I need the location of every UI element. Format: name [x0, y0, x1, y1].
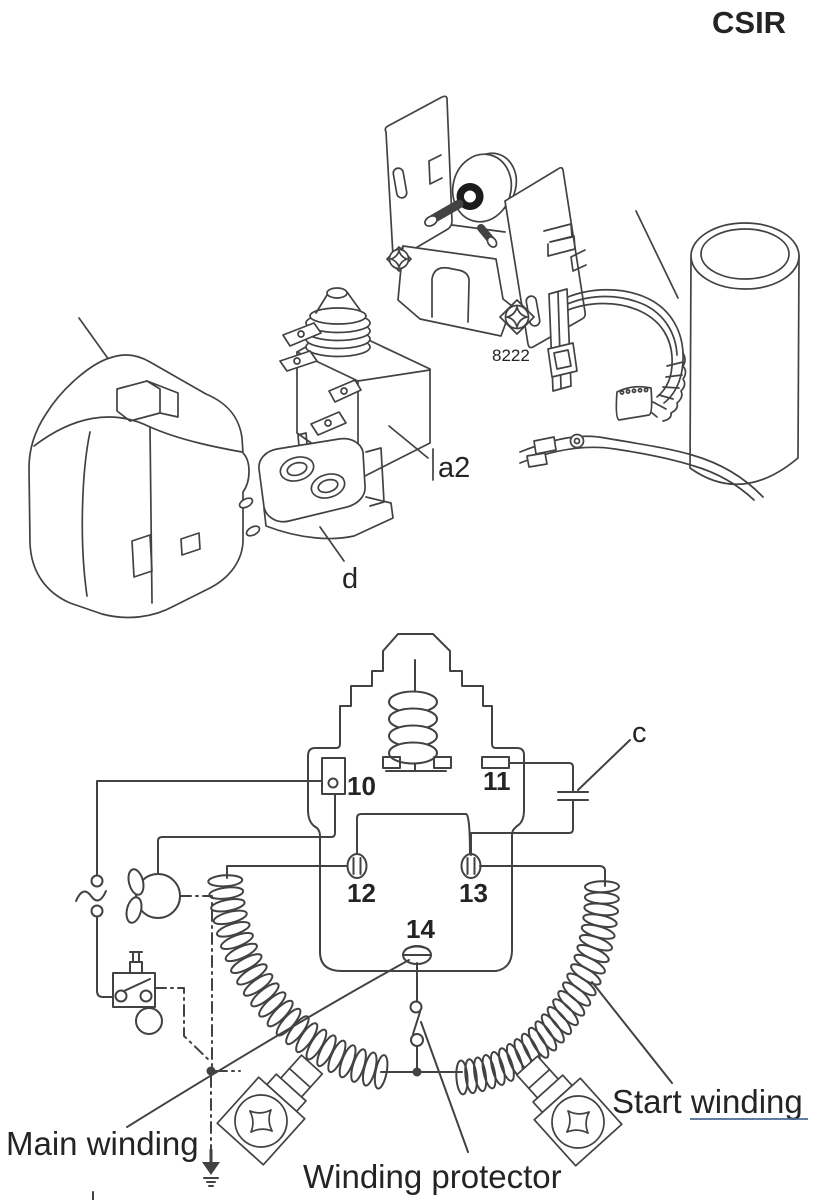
- relay-socket-bridge: [357, 814, 470, 857]
- thermostat-switch: [113, 952, 162, 1034]
- label-relay: a2: [438, 452, 470, 484]
- start-winding-leader: [592, 982, 672, 1083]
- thermostat-bulb: [136, 1008, 162, 1034]
- ac-source: [76, 876, 106, 917]
- relay-solenoid-coil: [386, 660, 446, 771]
- label-terminal-14: 14: [406, 914, 435, 944]
- earth-screw-right: [504, 1045, 622, 1166]
- winding-protector-symbol: [411, 963, 424, 1068]
- label-main-winding: Main winding: [6, 1125, 199, 1162]
- fan-motor: [124, 868, 180, 925]
- wiring-harness: [520, 435, 763, 501]
- spade-terminal: [534, 437, 556, 454]
- capacitor-leader-line: [636, 211, 678, 298]
- capacitor-symbol: [558, 792, 588, 800]
- dashdot-fan-line: [180, 896, 212, 1066]
- run-capacitor-can: [690, 223, 799, 484]
- earth-screw-left: [217, 1044, 335, 1165]
- relay-coil-cap: [306, 288, 370, 357]
- relay-slot: [434, 757, 451, 768]
- relay-slot: [383, 757, 400, 768]
- label-capacitor: c: [632, 717, 647, 749]
- wire-source-to-switch: [97, 917, 113, 997]
- main-winding-leader: [127, 960, 409, 1127]
- overload-leader-line: [320, 527, 344, 561]
- label-overload: d: [342, 563, 358, 595]
- dashdot-switch-line: [155, 988, 211, 1062]
- wire-13-to-start-winding: [480, 866, 605, 886]
- main-winding-coil: [208, 874, 390, 1089]
- ground-symbol: [202, 1150, 220, 1186]
- terminal-14: [403, 946, 431, 964]
- label-winding-protector: Winding protector: [303, 1158, 562, 1195]
- label-terminal-12: 12: [347, 878, 376, 908]
- wire-fan-branch: [158, 794, 335, 874]
- label-part-number: 8222: [492, 346, 530, 365]
- spade-terminal: [527, 453, 547, 467]
- ring-terminal: [571, 435, 584, 448]
- grommet: [423, 148, 523, 249]
- bracket-screw-left: [387, 247, 411, 271]
- relay-leader-line: [389, 426, 428, 458]
- label-terminal-11: 11: [483, 766, 511, 796]
- terminal-12: [348, 854, 367, 878]
- label-start-winding: Start winding: [612, 1083, 803, 1120]
- capacitor-clamp: [548, 211, 686, 421]
- junction-dot: [412, 1067, 422, 1077]
- spring-clip: [544, 224, 575, 256]
- page-title: CSIR: [712, 5, 786, 40]
- winding-protector-leader: [421, 1022, 468, 1152]
- compressor-outline: [308, 634, 524, 971]
- bracket-screw-right: [500, 300, 534, 334]
- capacitor-c-leader: [578, 740, 630, 790]
- relay-cover: [29, 318, 249, 617]
- terminal-10: [322, 758, 345, 794]
- exploded-view: a2 d: [29, 96, 799, 617]
- terminal-13: [462, 854, 481, 878]
- wire-12-to-main-winding: [227, 866, 347, 878]
- wiring-schematic: 10 11: [6, 634, 808, 1200]
- relay-terminals: [280, 323, 361, 435]
- overload-protector: d: [238, 433, 393, 595]
- capacitor-branch: c: [471, 717, 647, 855]
- label-terminal-10: 10: [347, 771, 376, 801]
- wire-10-to-source: [97, 781, 322, 875]
- label-terminal-13: 13: [459, 878, 488, 908]
